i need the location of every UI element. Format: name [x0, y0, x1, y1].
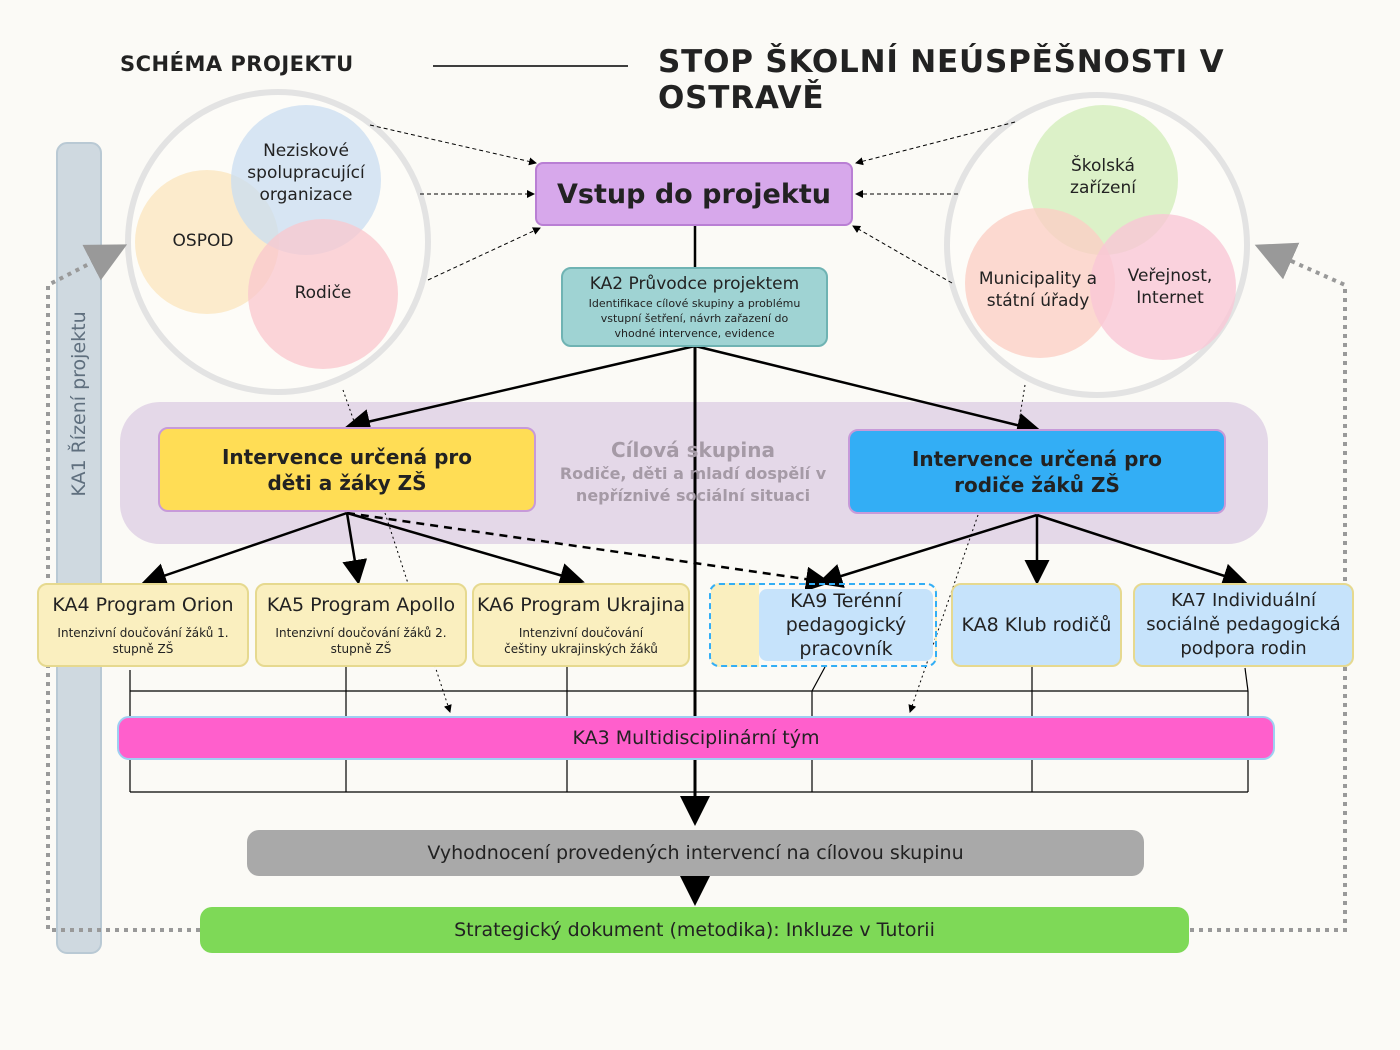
ka2-branch-arrows	[345, 344, 1042, 438]
ka3-bar: KA3 Multidisciplinární tým	[117, 716, 1275, 760]
intervention-children-box: Intervence určená pro děti a žáky ZŠ	[158, 427, 536, 512]
intervention-parents-label: Intervence určená pro rodiče žáků ZŠ	[911, 446, 1163, 497]
ka7-title: KA7 Individuální sociálně pedagogická po…	[1146, 590, 1341, 659]
ka2-box: KA2 Průvodce projektem Identifikace cílo…	[561, 267, 828, 347]
ka3-label: KA3 Multidisciplinární tým	[572, 727, 820, 749]
intervention-children-label: Intervence určená pro děti a žáky ZŠ	[221, 444, 473, 495]
ka3-grid	[129, 666, 1249, 793]
ka5-box: KA5 Program Apollo Intenzivní doučování …	[255, 583, 467, 667]
ka1-bar	[56, 142, 102, 954]
ka8-title: KA8 Klub rodičů	[961, 613, 1112, 636]
ka4-box: KA4 Program Orion Intenzivní doučování ž…	[37, 583, 249, 667]
target-group: Cílová skupina Rodiče, děti a mladí dosp…	[552, 436, 834, 508]
public-label: Veřejnost, Internet	[1127, 266, 1213, 308]
ka8-box: KA8 Klub rodičů	[951, 583, 1122, 667]
ospod-label: OSPOD	[172, 231, 234, 251]
parents-circle	[248, 219, 398, 369]
public-circle	[1090, 214, 1236, 360]
ka5-description: Intenzivní doučování žáků 2. stupně ZŠ	[275, 625, 447, 656]
ka1-label: KA1 Řízení projektu	[68, 311, 90, 497]
ka4-title: KA4 Program Orion	[52, 593, 234, 616]
project-title: STOP ŠKOLNÍ NEÚSPĚŠNOSTI V OSTRAVĚ	[658, 44, 1225, 116]
ka4-description: Intenzivní doučování žáků 1. stupně ZŠ	[57, 625, 229, 656]
ka6-description: Intenzivní doučování češtiny ukrajinskýc…	[504, 625, 658, 656]
ngo-label: Neziskové spolupracující organizace	[247, 141, 365, 205]
ka9-title: KA9 Terénní pedagogický pracovník	[785, 590, 907, 660]
target-group-title: Cílová skupina	[611, 438, 775, 462]
ka2-description: Identifikace cílové skupiny a problému v…	[588, 296, 801, 340]
intervention-arrows	[141, 511, 1248, 592]
schools-label: Školská zařízení	[1070, 156, 1136, 198]
ka9-box: KA9 Terénní pedagogický pracovník	[709, 583, 937, 667]
strategy-bar: Strategický dokument (metodika): Inkluze…	[200, 907, 1189, 953]
ka6-box: KA6 Program Ukrajina Intenzivní doučován…	[472, 583, 690, 667]
ka7-box: KA7 Individuální sociálně pedagogická po…	[1133, 583, 1354, 667]
intervention-parents-box: Intervence určená pro rodiče žáků ZŠ	[848, 429, 1226, 514]
evaluation-label: Vyhodnocení provedených intervencí na cí…	[427, 842, 964, 864]
parents-label: Rodiče	[294, 283, 352, 303]
ka5-title: KA5 Program Apollo	[266, 593, 456, 616]
municipality-circle	[965, 208, 1115, 358]
ka2-title: KA2 Průvodce projektem	[589, 273, 800, 294]
schema-title: SCHÉMA PROJEKTU	[120, 52, 354, 76]
ka6-title: KA6 Program Ukrajina	[476, 593, 686, 616]
municipality-label: Municipality a státní úřady	[978, 269, 1098, 311]
strategy-label: Strategický dokument (metodika): Inkluze…	[454, 919, 935, 941]
cluster-arrows	[369, 121, 1016, 284]
project-entry-label: Vstup do projektu	[557, 178, 831, 210]
dotted-ka3-links	[342, 384, 1026, 713]
project-entry-box: Vstup do projektu	[535, 162, 853, 226]
target-group-description: Rodiče, děti a mladí dospělí v nepřízniv…	[559, 464, 827, 505]
ngo-circle	[231, 105, 381, 255]
ka9-inner: KA9 Terénní pedagogický pracovník	[759, 589, 933, 661]
evaluation-bar: Vyhodnocení provedených intervencí na cí…	[247, 830, 1144, 876]
